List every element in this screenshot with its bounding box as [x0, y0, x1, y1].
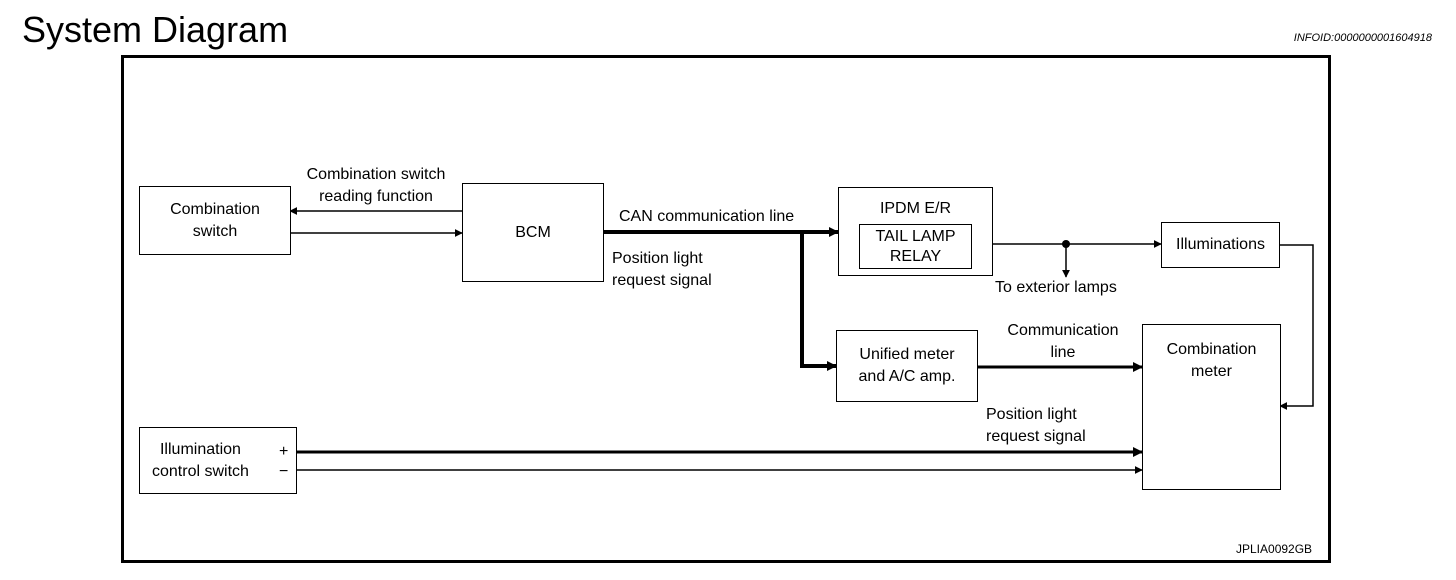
diagram-frame [121, 55, 1331, 563]
reading-function-label: Combination switch reading function [306, 166, 446, 205]
illumination-control-switch-box: Illumination control switch [139, 427, 297, 494]
bcm-box: BCM [462, 183, 604, 282]
minus-terminal: − [279, 463, 289, 480]
figure-id: JPLIA0092GB [1236, 542, 1313, 556]
combination-meter-label: Combination meter [1166, 341, 1257, 380]
plus-terminal: + [279, 443, 289, 460]
page-title: System Diagram [22, 9, 289, 50]
unified-meter-box: Unified meter and A/C amp. [836, 330, 978, 402]
communication-line-label: Communication line [1007, 322, 1119, 361]
position-request-label-1: Position light request signal [612, 250, 712, 289]
illuminations-to-meter-line [1279, 244, 1314, 410]
position-request-label-2: Position light request signal [986, 406, 1086, 445]
combination-switch-box: Combination switch [139, 186, 291, 255]
info-id: INFOID:0000000001604918 [1293, 32, 1432, 44]
ipdm-er-label: IPDM E/R [879, 200, 952, 217]
can-line-label: CAN communication line [619, 208, 795, 225]
tail-lamp-relay-box: TAIL LAMP RELAY [859, 224, 972, 269]
to-exterior-lamps-label: To exterior lamps [995, 279, 1117, 296]
combination-meter-box: Combination meter [1142, 324, 1281, 490]
illuminations-box: Illuminations [1161, 222, 1280, 268]
can-branch-line [800, 232, 837, 371]
